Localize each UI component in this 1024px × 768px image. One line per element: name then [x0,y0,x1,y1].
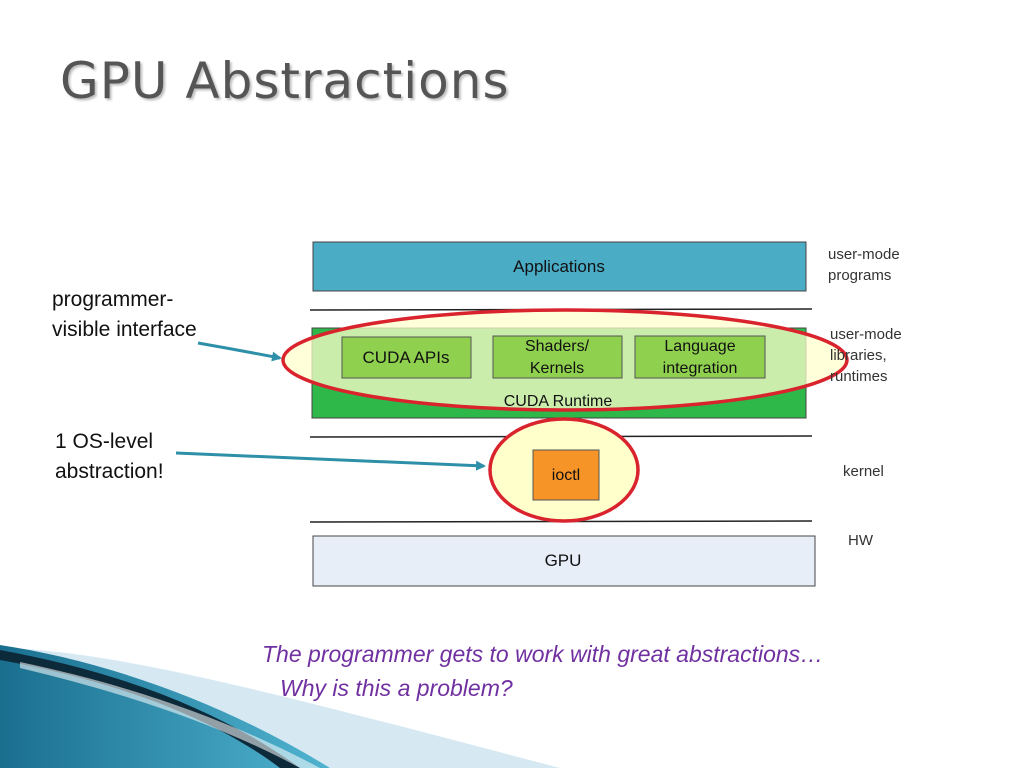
shaders-kernels-box [492,335,623,379]
cuda-runtime-label: CUDA Runtime [504,393,613,410]
ioctl-box [532,449,600,501]
integration-label: integration [663,360,738,377]
applications-label: Applications [513,257,605,276]
programmer-visible-interface-note: programmer- visible interface [52,288,197,341]
caption-line-1: The programmer gets to work with great a… [262,641,824,667]
user-mode-libraries-label: user-mode libraries, runtimes [830,326,902,385]
os-abstraction-arrow [175,451,486,471]
os-level-abstraction-note: 1 OS-level abstraction! [55,430,164,483]
programmer-interface-arrow [197,341,282,362]
caption: The programmer gets to work with great a… [262,637,823,705]
ioctl-label: ioctl [552,467,580,484]
cuda-apis-box [341,336,472,379]
user-mode-programs-label: user-mode programs [828,246,900,284]
shaders-label: Shaders/ [525,338,590,355]
gpu-box [312,535,816,587]
applications-box [312,241,807,292]
language-label: Language [664,338,735,355]
slide-title: GPU Abstractions [60,52,510,110]
language-integration-box [634,335,766,379]
kernels-label: Kernels [530,360,584,377]
decorative-swoosh [0,645,560,768]
cuda-apis-label: CUDA APIs [363,348,450,367]
hw-label: HW [848,532,873,549]
kernel-label: kernel [843,463,884,480]
caption-line-2: Why is this a problem? [280,675,513,701]
gpu-label: GPU [545,551,582,570]
